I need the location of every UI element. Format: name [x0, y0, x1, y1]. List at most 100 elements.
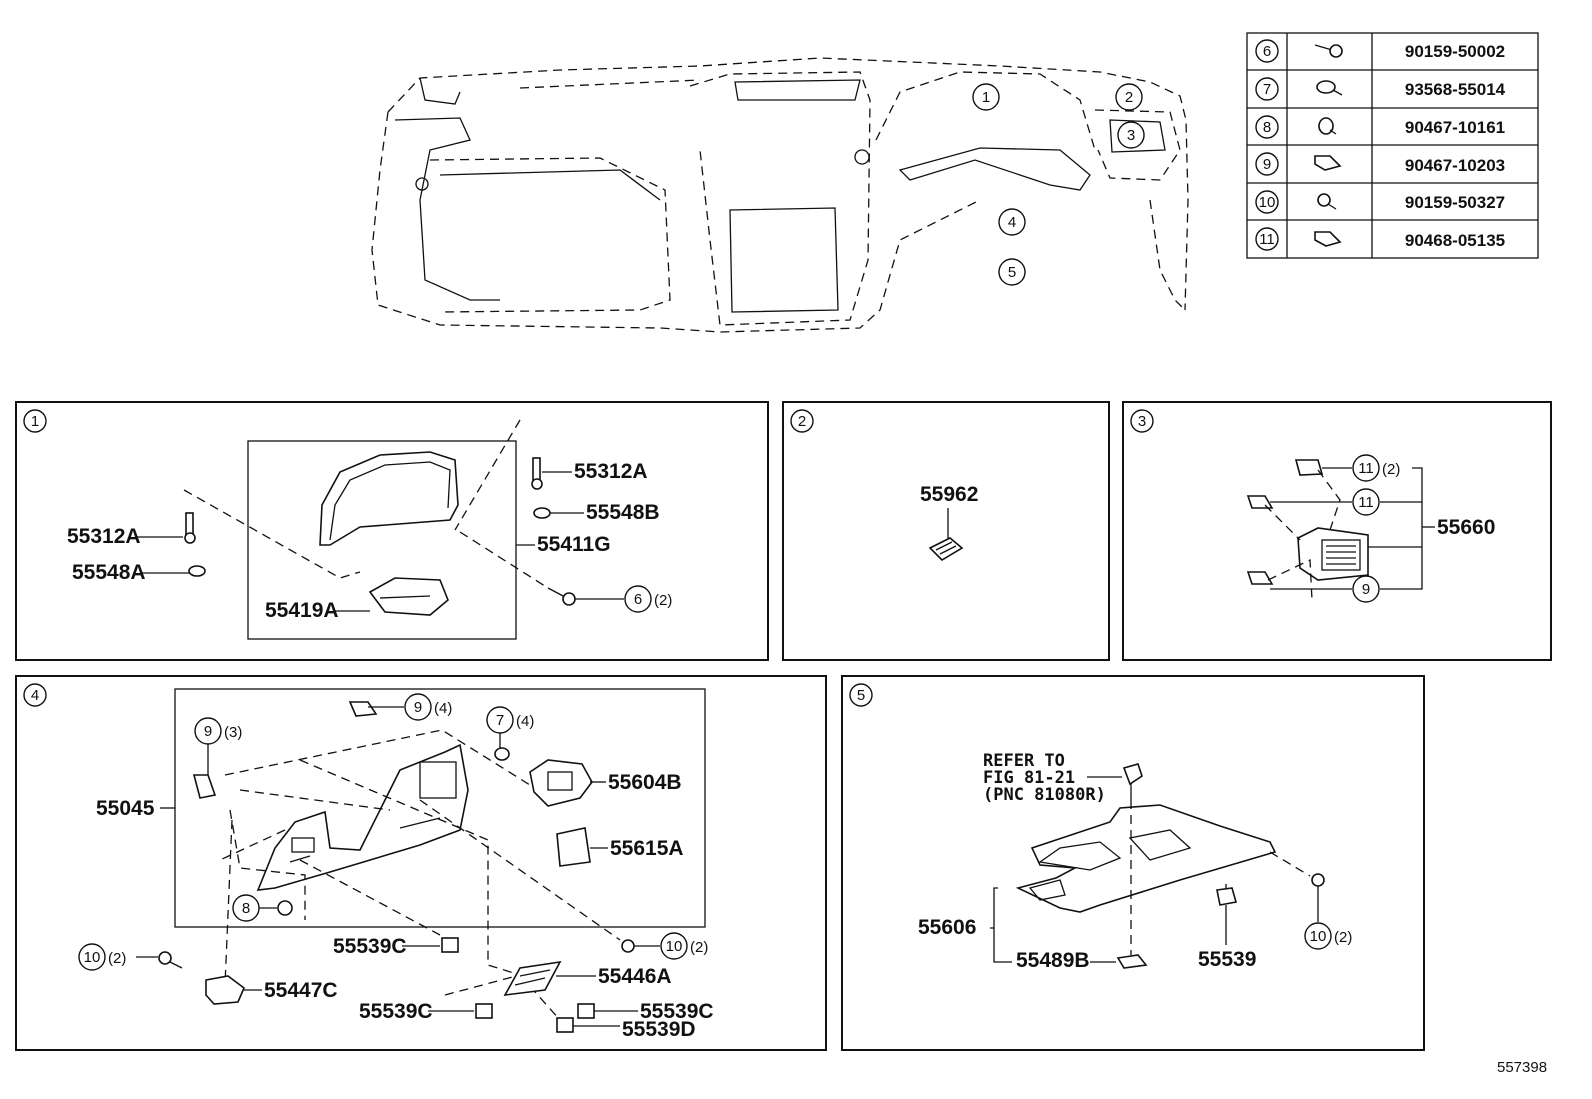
- callout-10-panel5[interactable]: 10: [1304, 922, 1332, 950]
- figure-id: 557398: [1497, 1059, 1547, 1076]
- svg-text:4: 4: [1008, 214, 1016, 231]
- screw-icon: [1317, 193, 1337, 210]
- bracket-55447c-part: [205, 975, 245, 1005]
- svg-text:(2): (2): [654, 592, 672, 609]
- callout-11-b[interactable]: 11: [1352, 488, 1380, 516]
- pad-part: [556, 827, 591, 867]
- overview-callout-5[interactable]: 5: [998, 258, 1026, 286]
- screw-10-left: [158, 951, 183, 969]
- clip-8-part: [277, 900, 293, 916]
- clip-icon: [1316, 80, 1343, 96]
- lower-cover-part: [1015, 804, 1277, 913]
- svg-text:11: 11: [1358, 494, 1374, 511]
- callout-11-a[interactable]: 11: [1352, 454, 1380, 482]
- clip-nut-left: [192, 774, 217, 799]
- panel-number-5: 5: [849, 683, 873, 707]
- svg-text:6: 6: [634, 591, 642, 608]
- svg-text:55660: 55660: [1437, 516, 1495, 539]
- svg-text:5: 5: [1008, 264, 1016, 281]
- svg-text:55419A: 55419A: [265, 599, 339, 622]
- bracket-part: [529, 759, 593, 807]
- svg-text:93568-55014: 93568-55014: [1405, 80, 1506, 99]
- overview-callout-4[interactable]: 4: [998, 208, 1026, 236]
- svg-text:1: 1: [31, 413, 39, 430]
- bezel-part: [368, 577, 449, 616]
- screw-part: [547, 587, 576, 606]
- callout-9[interactable]: 9: [1352, 575, 1380, 603]
- retainer-b: [475, 1003, 493, 1019]
- clip-nut-top: [348, 701, 378, 717]
- svg-text:55446A: 55446A: [598, 965, 672, 988]
- legend-row-11: 11 90468-05135: [1255, 227, 1505, 251]
- svg-text:7: 7: [1263, 81, 1271, 98]
- svg-text:3: 3: [1138, 413, 1146, 430]
- legend-row-9: 9 90467-10203: [1255, 152, 1505, 176]
- svg-text:(2): (2): [1334, 929, 1352, 946]
- callout-9-left[interactable]: 9: [194, 717, 222, 745]
- fastener-legend-table: 6 90159-50002 7 93568-55014 8 90467-1016…: [1246, 32, 1539, 259]
- svg-text:55539: 55539: [1198, 948, 1256, 971]
- tapping-screw-icon: [1314, 44, 1343, 58]
- svg-text:55604B: 55604B: [608, 771, 682, 794]
- svg-text:(PNC 81080R): (PNC 81080R): [983, 785, 1106, 805]
- clip-part-lower: [1246, 571, 1274, 585]
- callout-7[interactable]: 7: [486, 706, 514, 734]
- pin-clip-right: [531, 457, 543, 490]
- callout-10-right[interactable]: 10: [660, 932, 688, 960]
- svg-text:55539C: 55539C: [333, 935, 407, 958]
- panel-number-1: 1: [23, 409, 47, 433]
- svg-text:11: 11: [1259, 231, 1275, 248]
- screw-10-panel5: [1311, 873, 1325, 887]
- detail-panel-2: 2 55962: [782, 401, 1110, 661]
- svg-text:90467-10161: 90467-10161: [1405, 118, 1505, 137]
- overview-callout-3[interactable]: 3: [1117, 121, 1145, 149]
- svg-text:5: 5: [857, 687, 865, 704]
- svg-text:(4): (4): [434, 700, 452, 717]
- legend-row-10: 10 90159-50327: [1255, 190, 1505, 214]
- pin-clip-left: [184, 512, 196, 544]
- svg-text:9: 9: [414, 699, 422, 716]
- clip-7-part: [494, 747, 510, 761]
- svg-text:55312A: 55312A: [67, 525, 141, 548]
- callout-10-left[interactable]: 10: [78, 943, 106, 971]
- nut-clip-right: [533, 507, 551, 519]
- svg-text:55447C: 55447C: [264, 979, 338, 1002]
- svg-text:8: 8: [242, 900, 250, 917]
- clip-part-mid: [1246, 495, 1274, 509]
- svg-text:55962: 55962: [920, 483, 978, 506]
- callout-6[interactable]: 6: [624, 585, 652, 613]
- svg-text:2: 2: [798, 413, 806, 430]
- overview-callout-1[interactable]: 1: [972, 83, 1000, 111]
- svg-text:55539D: 55539D: [622, 1018, 696, 1041]
- overview-callout-2[interactable]: 2: [1115, 83, 1143, 111]
- panel-number-3: 3: [1130, 409, 1154, 433]
- svg-text:55312A: 55312A: [574, 460, 648, 483]
- svg-text:55489B: 55489B: [1016, 949, 1090, 972]
- screw-10-right: [621, 939, 635, 953]
- retainer-55539: [1216, 887, 1238, 906]
- svg-text:9: 9: [1263, 156, 1271, 173]
- svg-text:(3): (3): [224, 724, 242, 741]
- svg-text:10: 10: [84, 949, 101, 966]
- callout-9-top[interactable]: 9: [404, 693, 432, 721]
- svg-text:9: 9: [1362, 581, 1370, 598]
- callout-8[interactable]: 8: [232, 894, 260, 922]
- clip-part-upper: [1294, 459, 1324, 476]
- svg-text:2: 2: [1125, 89, 1133, 106]
- svg-text:55539C: 55539C: [640, 1000, 714, 1023]
- detail-panel-3: 3 11 (2) 11 9: [1122, 401, 1552, 661]
- lower-finish-panel-part: [256, 743, 469, 891]
- clip-reference-part: [1122, 763, 1143, 800]
- svg-text:(4): (4): [516, 713, 534, 730]
- retainer-a: [441, 937, 459, 953]
- svg-text:55606: 55606: [918, 916, 976, 939]
- svg-text:(2): (2): [1382, 461, 1400, 478]
- svg-text:90159-50327: 90159-50327: [1405, 193, 1505, 212]
- meter-hood-part: [319, 451, 459, 546]
- clip-icon: [1318, 117, 1337, 135]
- svg-text:(2): (2): [108, 950, 126, 967]
- svg-text:4: 4: [31, 687, 39, 704]
- svg-text:90468-05135: 90468-05135: [1405, 231, 1505, 250]
